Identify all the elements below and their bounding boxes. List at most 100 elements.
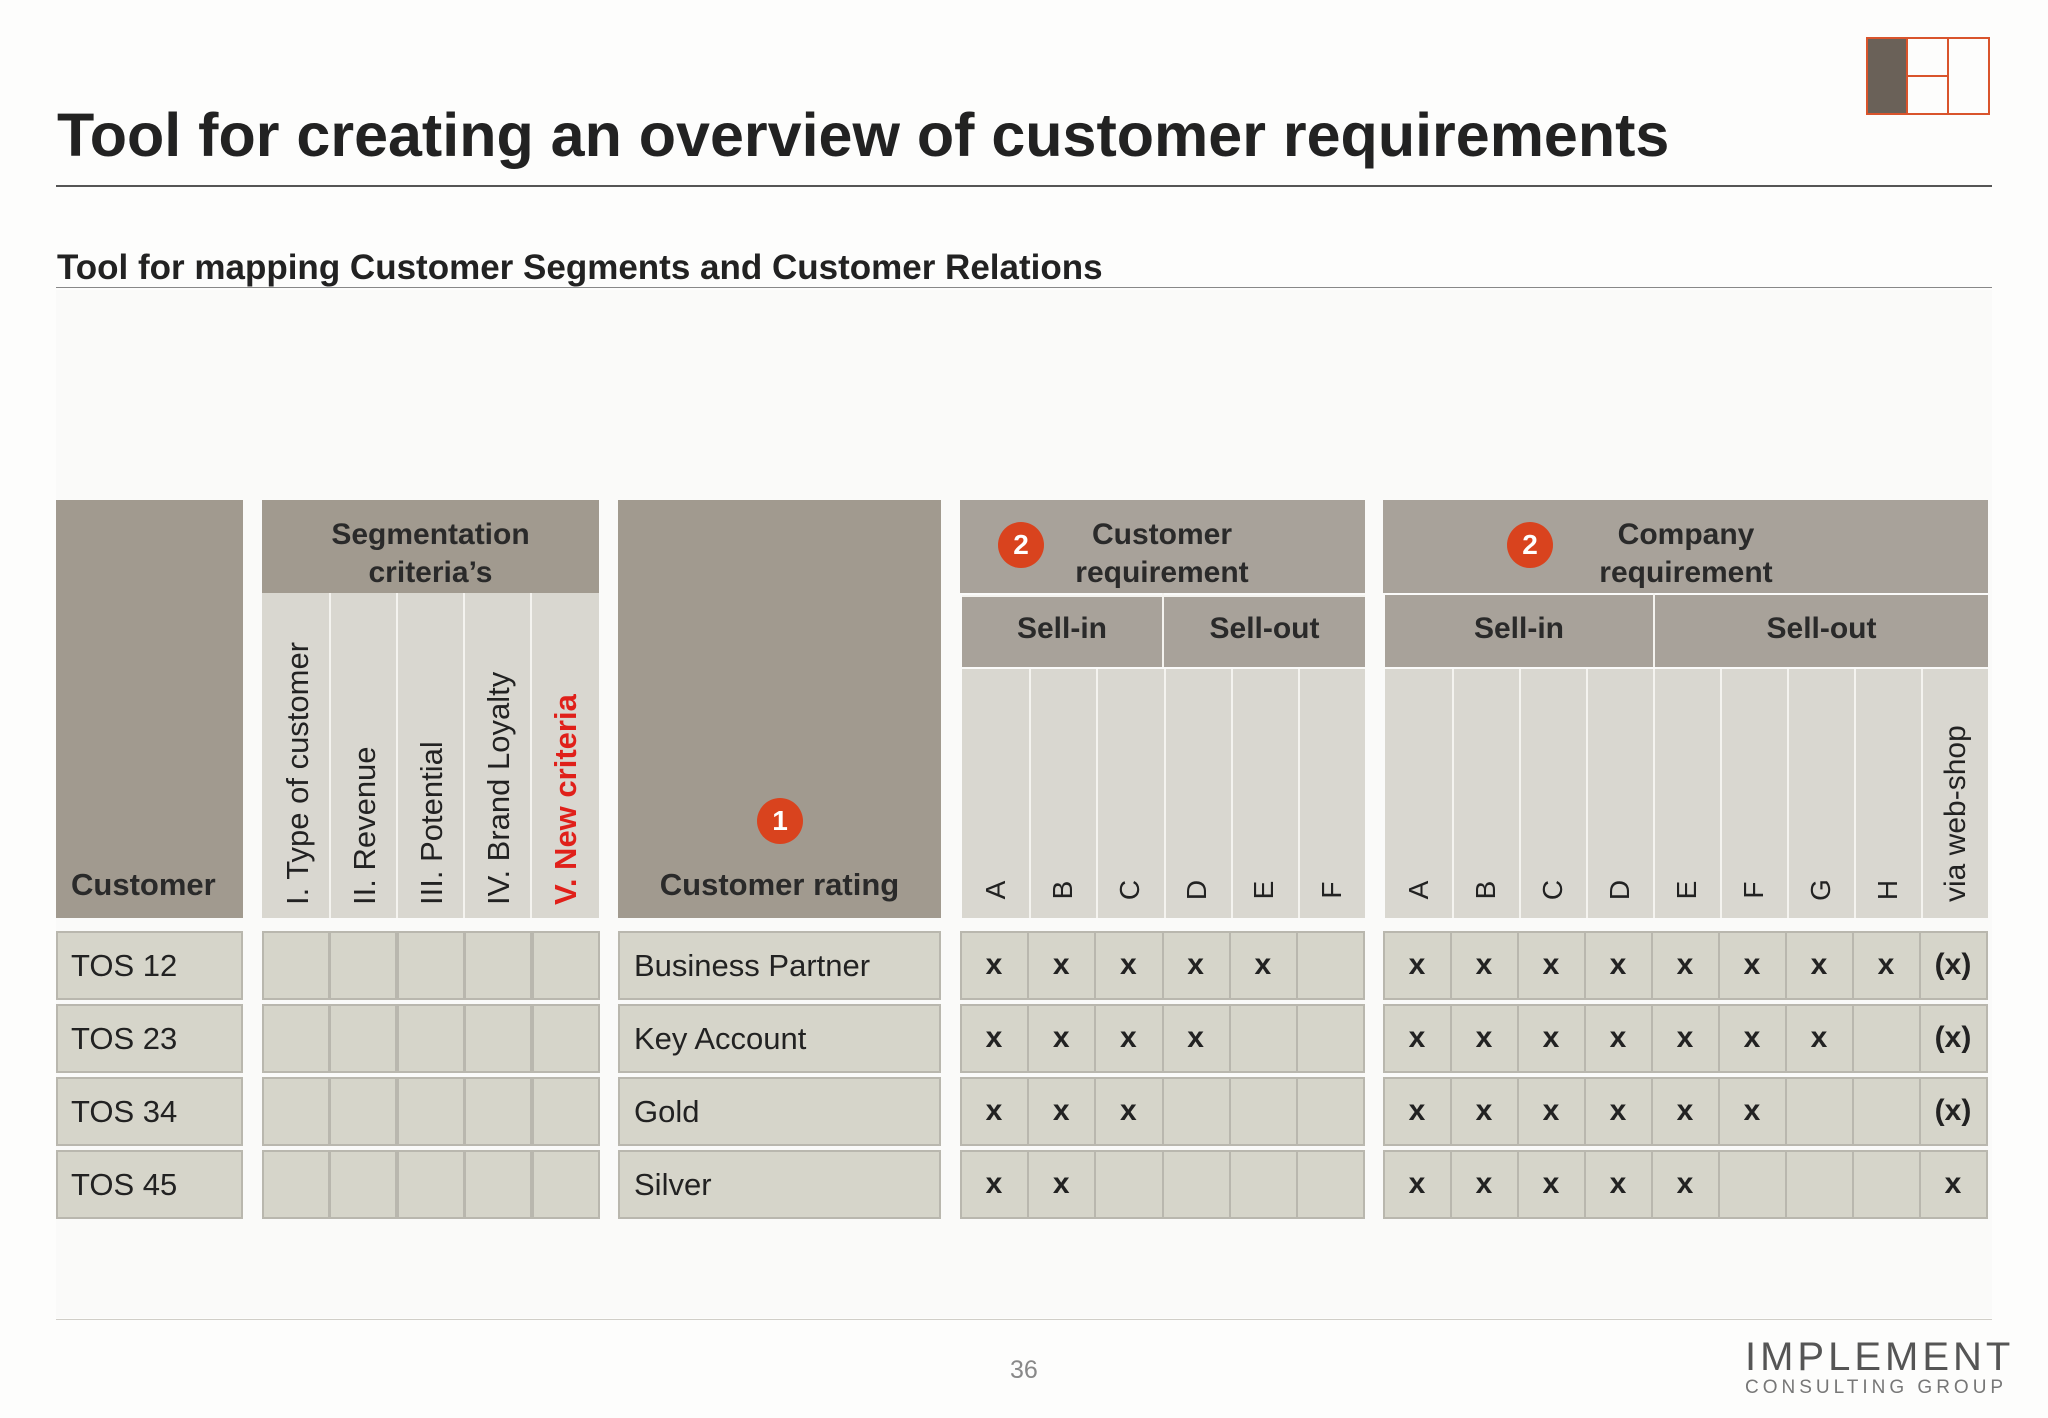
cp-column-label: A <box>1402 880 1434 900</box>
cp-cell <box>1785 931 1854 1000</box>
title-divider <box>56 185 1992 187</box>
cp-cell <box>1919 1150 1988 1219</box>
cp-mark: x <box>1609 948 1627 981</box>
cp-cell <box>1383 1150 1452 1219</box>
cp-mark: (x) <box>1934 948 1972 981</box>
cr-mark: x <box>1120 1021 1137 1054</box>
cp-cell <box>1383 1004 1452 1073</box>
cp-sell-in-label: Sell-in <box>1473 612 1564 645</box>
cp-cell <box>1785 1150 1854 1219</box>
cp-cell <box>1718 1004 1787 1073</box>
cp-col-separator <box>1653 669 1655 918</box>
cp-mark: x <box>1408 948 1426 981</box>
footer-divider <box>56 1319 1992 1320</box>
criteria-2-label: II. Revenue <box>347 746 382 905</box>
cr-cell <box>1161 1150 1231 1219</box>
cp-col-separator <box>1787 669 1789 918</box>
table-row-customer-cell <box>56 1077 243 1146</box>
cr-col-separator <box>1096 669 1099 918</box>
segmentation-header-cell <box>262 500 599 593</box>
customer-name: TOS 45 <box>71 1167 178 1202</box>
cp-mark: x <box>1475 1167 1493 1200</box>
cr-cell <box>1228 931 1298 1000</box>
cp-cell <box>1517 931 1586 1000</box>
cr-cell <box>1296 1004 1366 1073</box>
cr-sell-in-cell <box>962 595 1162 667</box>
cp-cell <box>1584 931 1653 1000</box>
segmentation-cell <box>531 1150 600 1219</box>
cp-cell <box>1852 1004 1921 1073</box>
segmentation-cell <box>329 1150 398 1219</box>
cp-col-separator <box>1452 669 1454 918</box>
company-requirement-badge: 2 <box>1507 522 1553 568</box>
cp-col-separator <box>1921 669 1923 918</box>
cr-cell <box>1094 1077 1164 1146</box>
customer-rating: Gold <box>634 1094 700 1129</box>
segmentation-cell <box>329 1077 398 1146</box>
customer-rating: Business Partner <box>634 948 871 983</box>
cr-col-separator <box>1029 669 1032 918</box>
cp-mark: x <box>1810 948 1828 981</box>
criteria-4-label: IV. Brand Loyalty <box>481 671 516 905</box>
segmentation-cell <box>396 1150 465 1219</box>
cp-sell-out-cell <box>1655 595 1988 667</box>
page-title: Tool for creating an overview of custome… <box>57 101 1670 169</box>
segmentation-cell <box>262 1150 330 1219</box>
cp-cell <box>1718 1150 1787 1219</box>
cp-mark: x <box>1408 1094 1426 1127</box>
cr-cell <box>1228 1077 1298 1146</box>
segmentation-cell <box>464 1150 533 1219</box>
cr-column-label: A <box>979 880 1011 900</box>
cr-mark: x <box>1120 1094 1137 1127</box>
cp-column-label: G <box>1804 879 1836 901</box>
segmentation-header: Segmentation criteria’s <box>331 518 530 589</box>
cp-mark: x <box>1609 1021 1627 1054</box>
segmentation-cell <box>464 1077 533 1146</box>
cr-sell-out-label: Sell-out <box>1209 612 1320 645</box>
cp-column-label: B <box>1469 880 1501 900</box>
cr-cell <box>1296 1077 1366 1146</box>
cr-col-separator <box>1163 669 1166 918</box>
cp-column-label: D <box>1603 879 1635 901</box>
cp-mark: x <box>1609 1094 1627 1127</box>
cp-mark: x <box>1676 1167 1694 1200</box>
rating-header-cell <box>618 500 941 918</box>
cr-cell <box>1296 931 1366 1000</box>
table-row-customer-cell <box>56 1150 243 1219</box>
cp-column-label: F <box>1737 881 1769 899</box>
cr-column-label: B <box>1046 880 1078 900</box>
segmentation-cell <box>329 931 398 1000</box>
customer-name: TOS 23 <box>71 1021 178 1056</box>
cr-cell <box>1228 1004 1298 1073</box>
cp-mark: x <box>1676 948 1694 981</box>
cr-mark: x <box>985 1021 1003 1054</box>
cp-mark: x <box>1475 948 1493 981</box>
company-requirement-header-cell <box>1383 500 1988 593</box>
customer-rating: Silver <box>634 1167 712 1202</box>
cp-mark: x <box>1810 1021 1828 1054</box>
cr-mark: x <box>1254 948 1272 981</box>
cr-cell <box>1161 931 1231 1000</box>
segmentation-columns <box>262 593 599 918</box>
rating-cell <box>618 1150 941 1219</box>
cp-cell <box>1450 1150 1519 1219</box>
rating-cell <box>618 1004 941 1073</box>
cr-mark: x <box>1052 948 1070 981</box>
cp-mark: (x) <box>1934 1021 1972 1054</box>
cp-sell-out-label: Sell-out <box>1766 612 1877 645</box>
cr-cell <box>1161 1077 1231 1146</box>
rating-cell <box>618 1077 941 1146</box>
table-row-customer-cell <box>56 931 243 1000</box>
cr-cell <box>1161 1004 1231 1073</box>
cr-mark: x <box>1052 1094 1070 1127</box>
cr-cell <box>1296 1150 1366 1219</box>
cr-cell <box>1027 1004 1097 1073</box>
cp-column-label-webshop: via web-shop <box>1939 725 1972 902</box>
cp-columns <box>1385 669 1988 918</box>
segmentation-cell <box>396 931 465 1000</box>
cp-mark: x <box>1475 1021 1493 1054</box>
cp-cell <box>1852 1077 1921 1146</box>
rating-header: Customer rating <box>659 867 900 902</box>
customer-rating: Key Account <box>634 1021 807 1056</box>
cp-mark: x <box>1542 1167 1560 1200</box>
